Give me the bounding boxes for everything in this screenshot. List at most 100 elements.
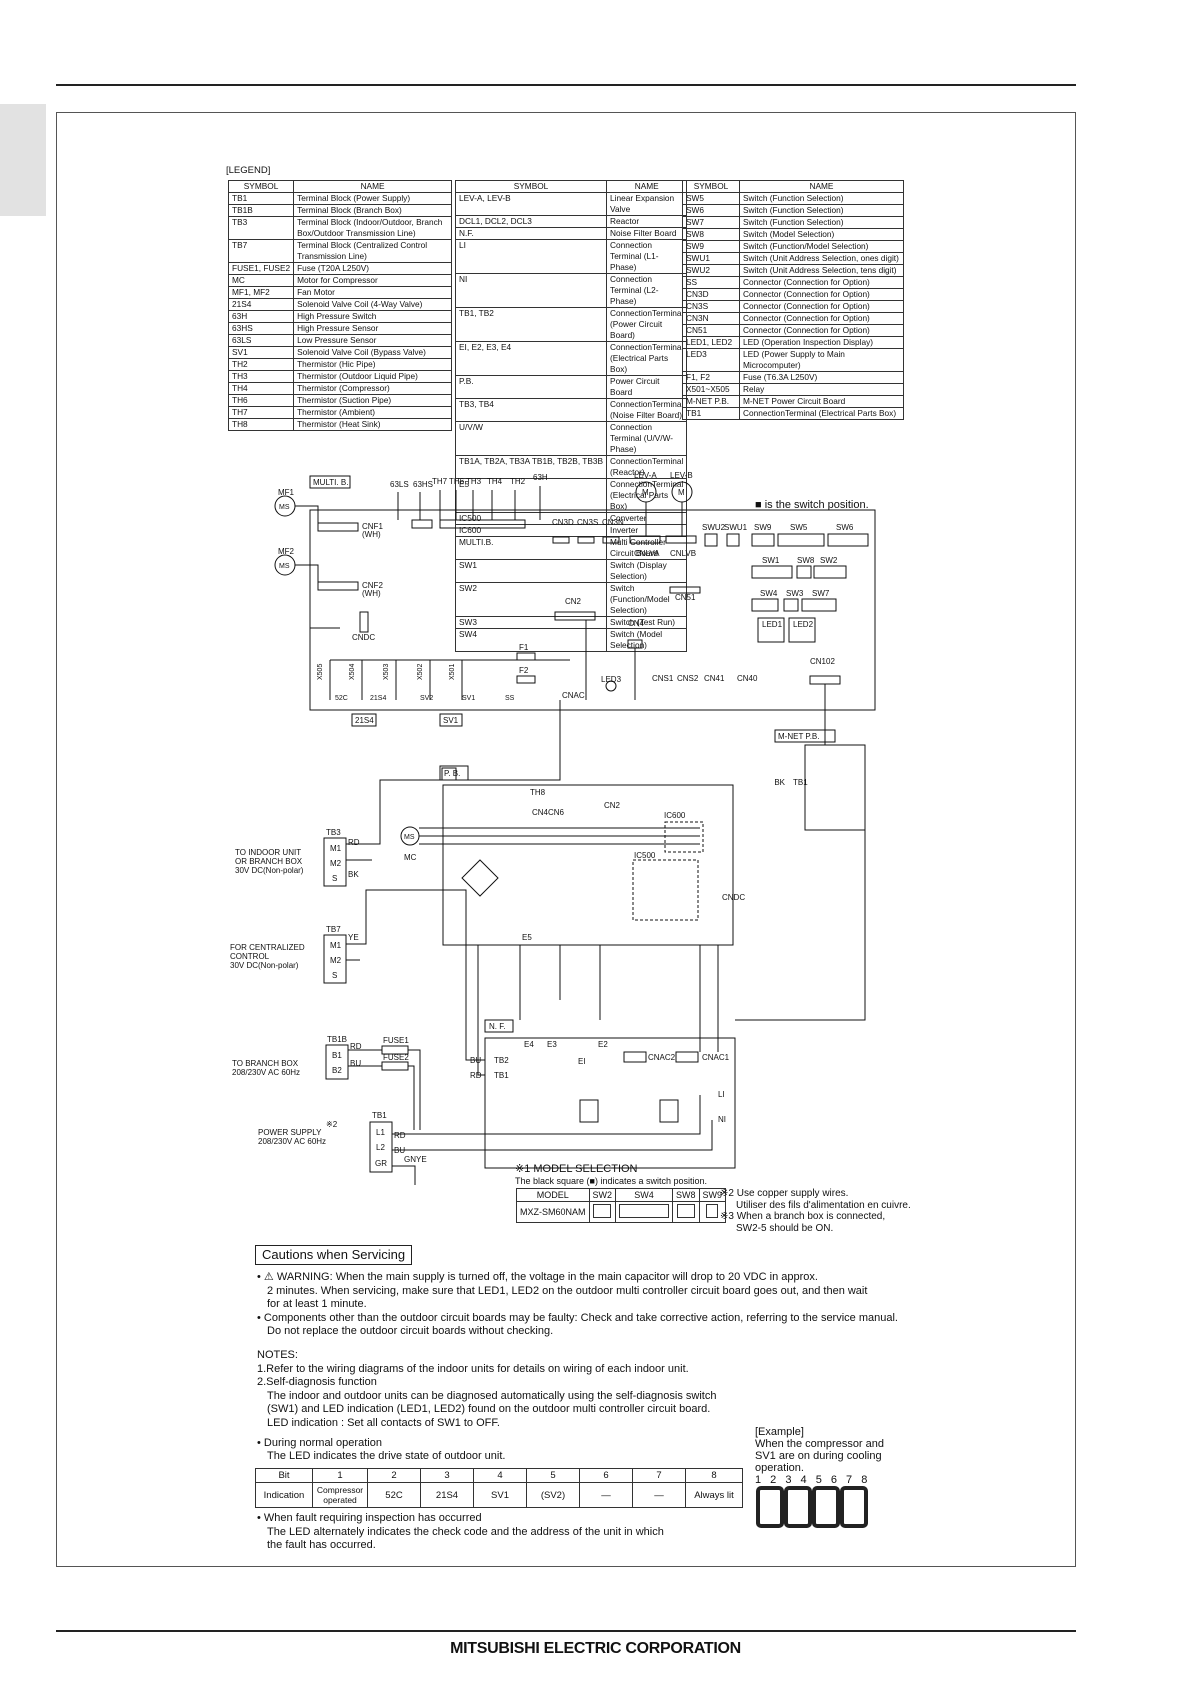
dc30-label-1: 30V DC(Non-polar) [235, 866, 304, 875]
tb1-l2: L2 [376, 1143, 385, 1152]
legend-name: ConnectionTerminal (Electrical Parts Box… [606, 341, 688, 376]
21s4-conn-label: 21S4 [370, 695, 386, 702]
note3-line1: ※3 When a branch box is connected, [720, 1211, 886, 1222]
example-section: [Example] When the compressor and SV1 ar… [755, 1426, 884, 1486]
note-2b: (SW1) and LED indication (LED1, LED2) fo… [267, 1403, 711, 1416]
tb3-s: S [332, 874, 337, 883]
model-selection-table: MODEL SW2 SW4 SW8 SW9 MXZ-SM60NAM [516, 1188, 727, 1223]
sensor-wiring [397, 486, 541, 520]
fuse1-label: FUSE1 [383, 1036, 409, 1045]
cn2-connector [554, 611, 596, 621]
digit-1 [756, 1486, 784, 1528]
sv1-coil-box [439, 713, 463, 727]
fan-wiring [295, 505, 319, 587]
mc-ms-label: MS [404, 834, 415, 841]
fuse2-box [381, 1061, 409, 1071]
mnet-label: M-NET P.B. [778, 732, 820, 741]
swu1-label: SWU1 [724, 523, 748, 532]
led-cell: 21S4 [420, 1482, 474, 1508]
tb3-block [323, 837, 347, 887]
for-central-label: FOR CENTRALIZED [230, 943, 305, 952]
legend-symbol: MULTI.B. [454, 536, 608, 560]
components-line1: • Components other than the outdoor circ… [257, 1311, 898, 1324]
mc-label: MC [404, 853, 417, 862]
fuse-f2 [516, 675, 536, 684]
cnf2-label: CNF2 [362, 581, 383, 590]
cnac-label: CNAC [562, 691, 585, 700]
sw7-switch [801, 598, 837, 612]
21s4-coil-label: 21S4 [355, 716, 374, 725]
cautions-text: • ⚠ WARNING: When the main supply is tur… [257, 1271, 1067, 1339]
cn102-label: CN102 [810, 657, 835, 666]
led1-label: LED1 [762, 620, 783, 629]
lev-a-label: LEV-A [634, 471, 657, 480]
cn3d-connector [552, 536, 570, 544]
tb1b-label: TB1B [327, 1035, 347, 1044]
bridge-rectifier-icon [461, 859, 499, 897]
mnet-bk-label: BK [774, 778, 785, 787]
fault-line: • When fault requiring inspection has oc… [257, 1512, 482, 1524]
note-2c: LED indication : Set all contacts of SW1… [267, 1416, 500, 1429]
cns1-label: CNS1 [652, 674, 674, 683]
multi-b-tag [309, 475, 351, 489]
star2-label: ※2 [326, 1120, 338, 1129]
legend-name: Connection Terminal (U/V/W-Phase) [606, 421, 688, 456]
example-line2: SV1 are on during cooling [755, 1450, 882, 1462]
warning-line3: for at least 1 minute. [267, 1298, 367, 1311]
63hs-label: 63HS [413, 480, 433, 489]
sw8-setting [672, 1201, 700, 1223]
cn6-label: CN6 [548, 808, 565, 817]
legend-name: Connection Terminal (L2-Phase) [606, 273, 688, 308]
th4-label: TH4 [487, 477, 503, 486]
cnac1-label: CNAC1 [702, 1053, 730, 1062]
model-value: MXZ-SM60NAM [516, 1201, 590, 1223]
led-cell: 6 [579, 1468, 633, 1483]
mf1-label: MF1 [278, 488, 295, 497]
cautions-section: Cautions when Servicing [255, 1245, 413, 1265]
x503-label: X503 [383, 664, 390, 680]
digit-4 [840, 1486, 868, 1528]
ac208-label-2: 208/230V AC 60Hz [258, 1137, 326, 1146]
led-cell: 7 [632, 1468, 686, 1483]
legend-title: [LEGEND] [226, 165, 271, 176]
cnac1-connector [675, 1051, 699, 1063]
cnf2-connector [317, 581, 359, 591]
nf-label: N. F. [489, 1022, 505, 1031]
x504-label: X504 [349, 664, 356, 680]
fault-section: • When fault requiring inspection has oc… [257, 1512, 817, 1553]
tb1b-rd: RD [350, 1042, 362, 1051]
model-header: MODEL [516, 1188, 590, 1202]
52c-label: 52C [335, 695, 348, 702]
tb7-m2: M2 [330, 956, 342, 965]
pb-label: P. B. [444, 769, 460, 778]
uvw-wiring [419, 827, 700, 845]
example-line1: When the compressor and [755, 1438, 885, 1450]
model-selection-subtitle: The black square (■) indicates a switch … [515, 1176, 708, 1186]
seven-segment-example [756, 1486, 868, 1528]
led-cell: 8 [685, 1468, 743, 1483]
example-digits: 1 2 3 4 5 6 7 8 [755, 1474, 871, 1486]
bottom-rule [56, 1630, 1076, 1632]
to-branch-label: TO BRANCH BOX [232, 1059, 299, 1068]
tb3-label: TB3 [326, 828, 341, 837]
legend-symbol: LED3 [682, 348, 740, 372]
led2-display [788, 617, 816, 643]
mf2-label: MF2 [278, 547, 295, 556]
tb1-gnye: GNYE [404, 1155, 427, 1164]
tb3-rd: RD [348, 838, 360, 847]
cndc-connector [359, 611, 369, 633]
cnlvb-label: CNLVB [670, 549, 696, 558]
legend-name: ConnectionTerminal (Electrical Parts Box… [739, 407, 904, 420]
legend-name: Linear Expansion Valve [606, 192, 688, 216]
tb1-label: TB1 [372, 1111, 387, 1120]
fault-line1: The LED alternately indicates the check … [267, 1525, 664, 1538]
